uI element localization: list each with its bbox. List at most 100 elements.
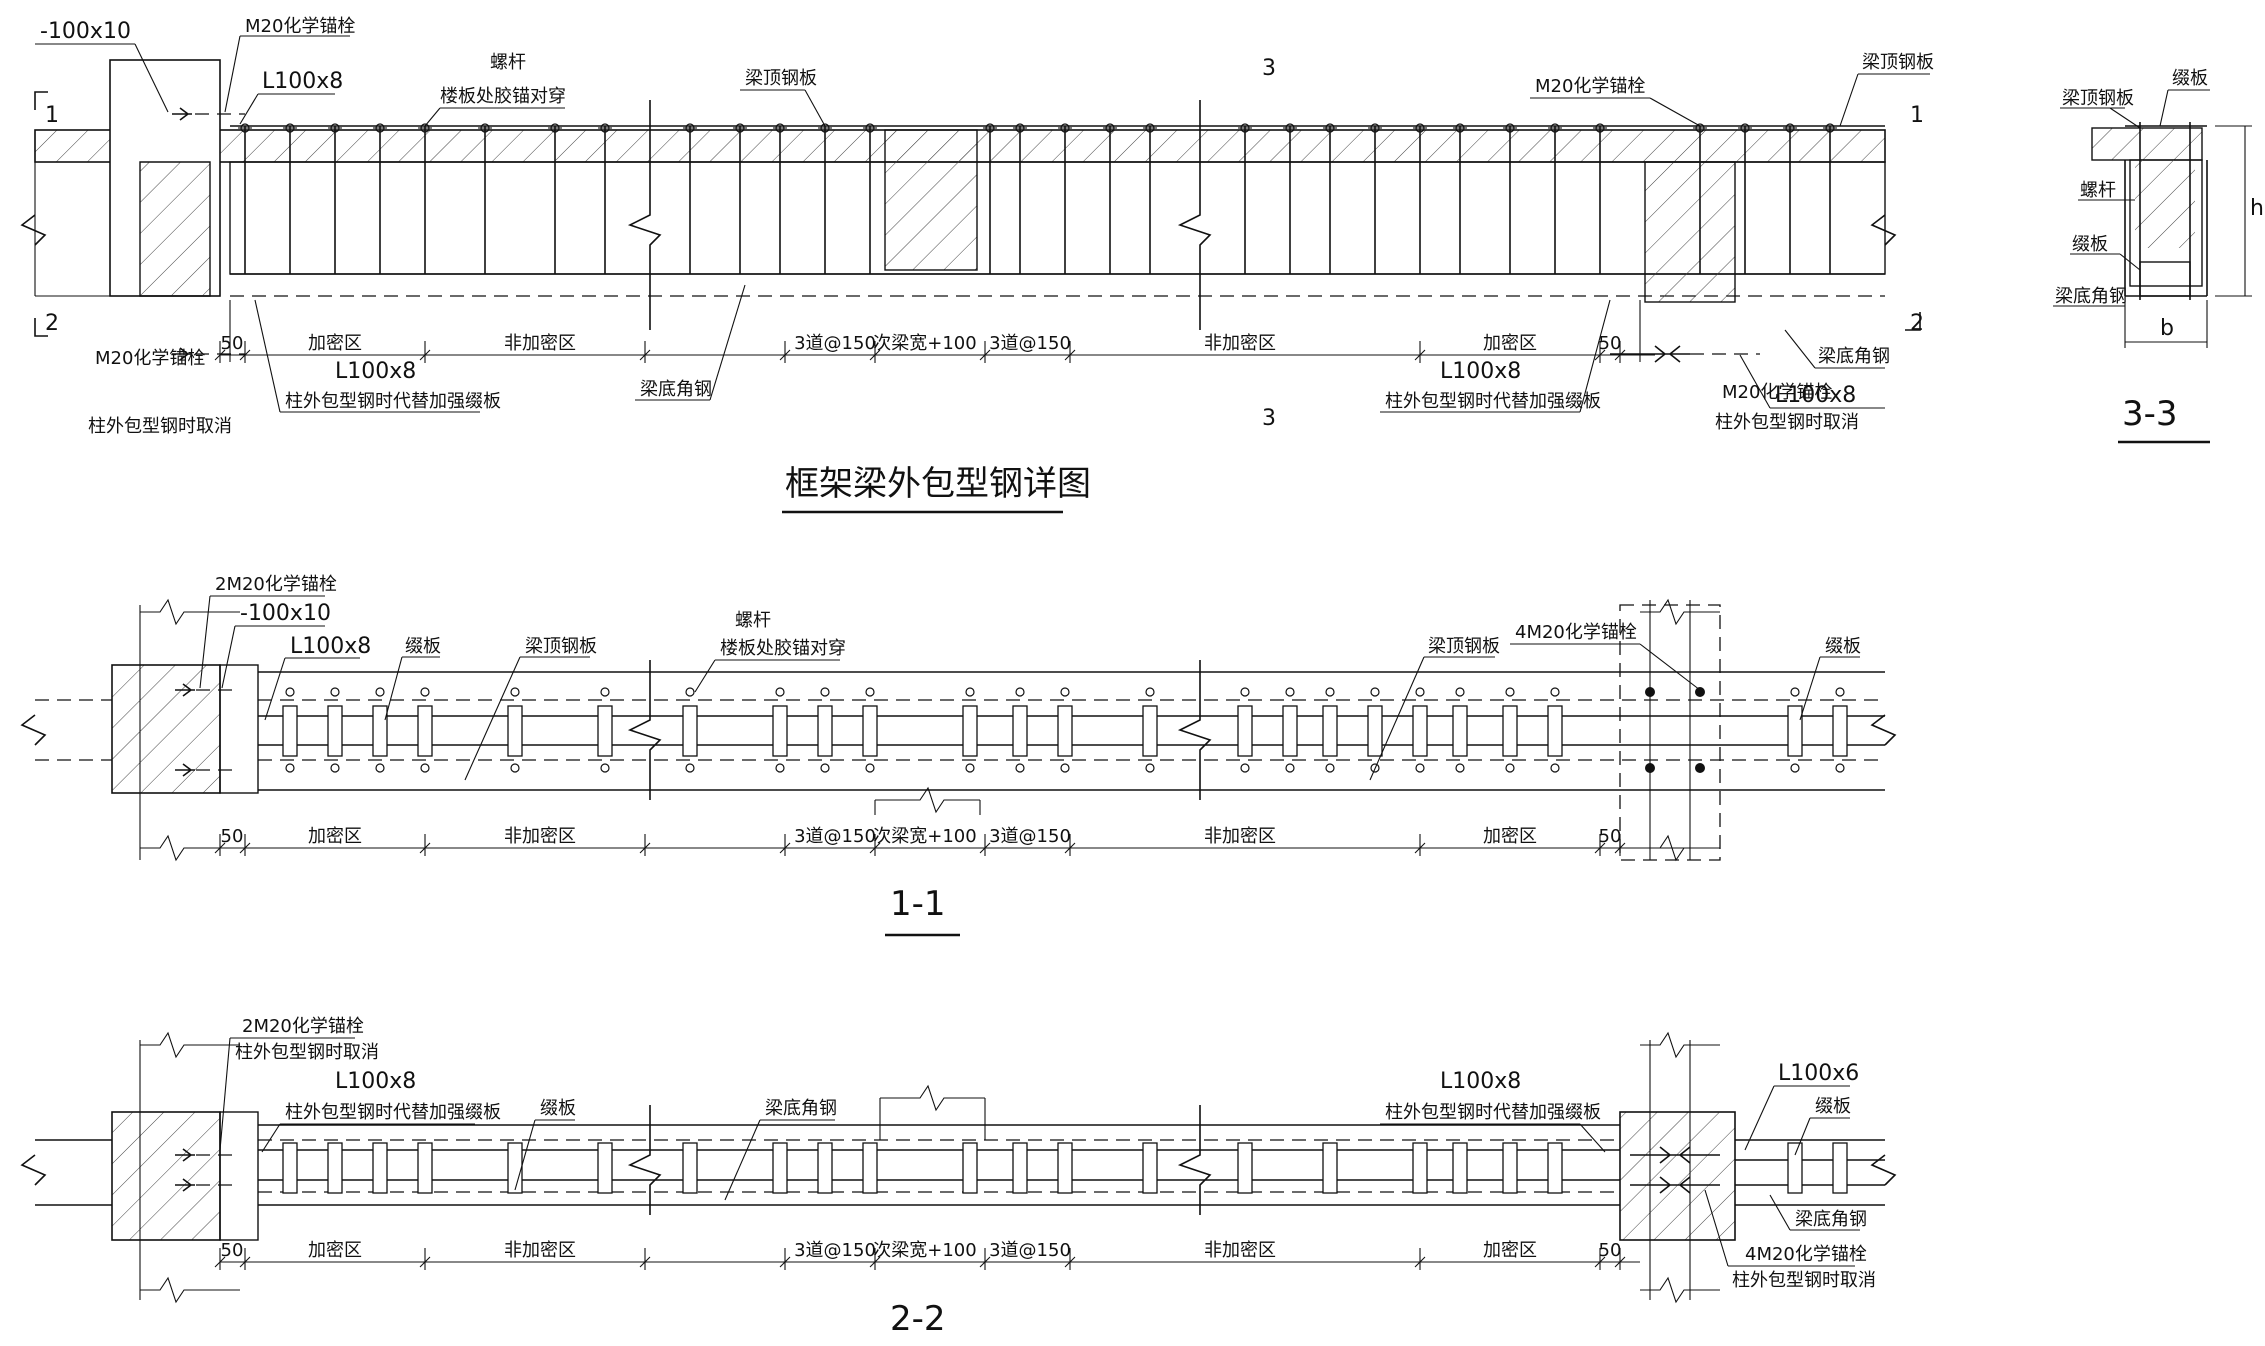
elev-m20-anchor-right: M20化学锚栓 (1535, 76, 1645, 97)
section-3-3 (2091, 122, 2252, 348)
elev-cancel-note-right: 柱外包型钢时取消 (1715, 412, 1859, 433)
s22-batten-right: 缀板 (1815, 1096, 1851, 1117)
right-column (1644, 161, 1736, 303)
dim-label-c: 非加密区 (504, 1240, 576, 1261)
elev-top-plate-label: 梁顶钢板 (745, 68, 817, 89)
cut-mark-3-top: 3 (1262, 56, 1276, 81)
s22-batten: 缀板 (540, 1098, 576, 1119)
elev-screw-note: 楼板处胶锚对穿 (440, 86, 566, 107)
dim-label-c: 非加密区 (504, 333, 576, 354)
s22-right-column (1619, 1111, 1736, 1241)
dim-label-i: 50 (1599, 1240, 1622, 1261)
elev-plate-label: -100x10 (40, 19, 131, 44)
elev-cancel-note-left: 柱外包型钢时取消 (88, 416, 232, 437)
dim-label-d: 3道@150 (794, 333, 876, 354)
elev-top-plate-right: 梁顶钢板 (1862, 52, 1934, 73)
s22-l100x8-right: L100x8 (1440, 1069, 1521, 1094)
dim-label-h: 加密区 (1483, 333, 1537, 354)
section-2-2 (20, 1031, 1897, 1304)
dim-label-a: 50 (221, 1240, 244, 1261)
s22-anchor2: 2M20化学锚栓 (242, 1016, 364, 1037)
s11-batten-right: 缀板 (1825, 636, 1861, 657)
dim-label-g: 非加密区 (1204, 1240, 1276, 1261)
cut-mark-2-right: 2 (1910, 311, 1924, 336)
dim-label-i: 50 (1599, 333, 1622, 354)
section-1-1 (20, 598, 1897, 862)
s33-batten-top: 缀板 (2172, 68, 2208, 89)
s11-top-plate-right: 梁顶钢板 (1428, 636, 1500, 657)
s22-cancel-note: 柱外包型钢时取消 (235, 1042, 379, 1063)
s22-l100x6: L100x6 (1778, 1061, 1859, 1086)
s11-plate: -100x10 (240, 601, 331, 626)
elev-screw-label: 螺杆 (490, 52, 526, 73)
elevation-view (20, 59, 1921, 363)
s22-left-column (111, 1111, 221, 1241)
elev-bottom-angle-right: 梁底角钢 (1818, 346, 1890, 367)
s33-screw: 螺杆 (2080, 180, 2116, 201)
s33-top-plate: 梁顶钢板 (2062, 88, 2134, 109)
s33-title: 3-3 (2122, 394, 2178, 434)
s22-l100x8: L100x8 (335, 1069, 416, 1094)
elev-l100x8-bottom-left: L100x8 (335, 359, 416, 384)
elev-l100x8-top: L100x8 (262, 69, 343, 94)
s22-cancel-note-right: 柱外包型钢时取消 (1732, 1270, 1876, 1291)
s33-bottom-angle: 梁底角钢 (2055, 286, 2127, 307)
dim-label-h: 加密区 (1483, 1240, 1537, 1261)
s22-anchor4: 4M20化学锚栓 (1745, 1244, 1867, 1265)
cut-mark-1-left: 1 (45, 103, 59, 128)
dim-label-i: 50 (1599, 826, 1622, 847)
dim-label-c: 非加密区 (504, 826, 576, 847)
s11-top-plate: 梁顶钢板 (525, 636, 597, 657)
s22-battens (282, 1142, 1848, 1194)
s11-l100x8: L100x8 (290, 634, 371, 659)
dim-label-b: 加密区 (308, 333, 362, 354)
elev-replace-note-left: 柱外包型钢时代替加强缀板 (285, 391, 501, 412)
secondary-beam (884, 129, 978, 271)
elev-l100x8-far-right: L100x8 (1775, 383, 1856, 408)
dim-label-d: 3道@150 (794, 1240, 876, 1261)
s11-left-column (111, 664, 221, 794)
cut-mark-3-bottom: 3 (1262, 406, 1276, 431)
dim-label-e: 次梁宽+100 (873, 826, 976, 847)
s33-batten-mid: 缀板 (2072, 234, 2108, 255)
s11-battens (282, 687, 1848, 773)
s22-replace-note: 柱外包型钢时代替加强缀板 (285, 1102, 501, 1123)
elev-replace-note-right: 柱外包型钢时代替加强缀板 (1385, 391, 1601, 412)
elev-m20-anchor-bottom-right: M20化学锚栓 (1722, 382, 1832, 403)
s33-dim-h: h (2250, 196, 2264, 221)
cut-mark-2-left: 2 (45, 311, 59, 336)
dim-label-d: 3道@150 (794, 826, 876, 847)
dim-label-a: 50 (221, 826, 244, 847)
dim-label-f: 3道@150 (989, 333, 1071, 354)
s11-title: 1-1 (890, 884, 946, 924)
dim-label-f: 3道@150 (989, 826, 1071, 847)
cut-mark-1-right: 1 (1910, 103, 1924, 128)
dim-label-b: 加密区 (308, 826, 362, 847)
s11-batten: 缀板 (405, 636, 441, 657)
dim-label-f: 3道@150 (989, 1240, 1071, 1261)
column-hatched (139, 161, 211, 297)
s22-replace-note-right: 柱外包型钢时代替加强缀板 (1385, 1102, 1601, 1123)
s11-screw-note: 楼板处胶锚对穿 (720, 638, 846, 659)
dim-label-b: 加密区 (308, 1240, 362, 1261)
s33-dim-b: b (2160, 316, 2174, 341)
dim-label-g: 非加密区 (1204, 333, 1276, 354)
elev-l100x8-bottom-right: L100x8 (1440, 359, 1521, 384)
s11-screw: 螺杆 (735, 610, 771, 631)
dim-label-e: 次梁宽+100 (873, 333, 976, 354)
s11-anchor2: 2M20化学锚栓 (215, 574, 337, 595)
elev-bottom-angle-label: 梁底角钢 (640, 379, 712, 400)
screw-rods (238, 123, 1837, 274)
s22-bottom-angle-right: 梁底角钢 (1795, 1209, 1867, 1230)
elev-m20-anchor-label: M20化学锚栓 (245, 16, 355, 37)
main-title: 框架梁外包型钢详图 (785, 464, 1091, 504)
s22-title: 2-2 (890, 1299, 946, 1339)
beam-body (229, 161, 1886, 275)
dim-label-h: 加密区 (1483, 826, 1537, 847)
dim-label-g: 非加密区 (1204, 826, 1276, 847)
dim-label-e: 次梁宽+100 (873, 1240, 976, 1261)
